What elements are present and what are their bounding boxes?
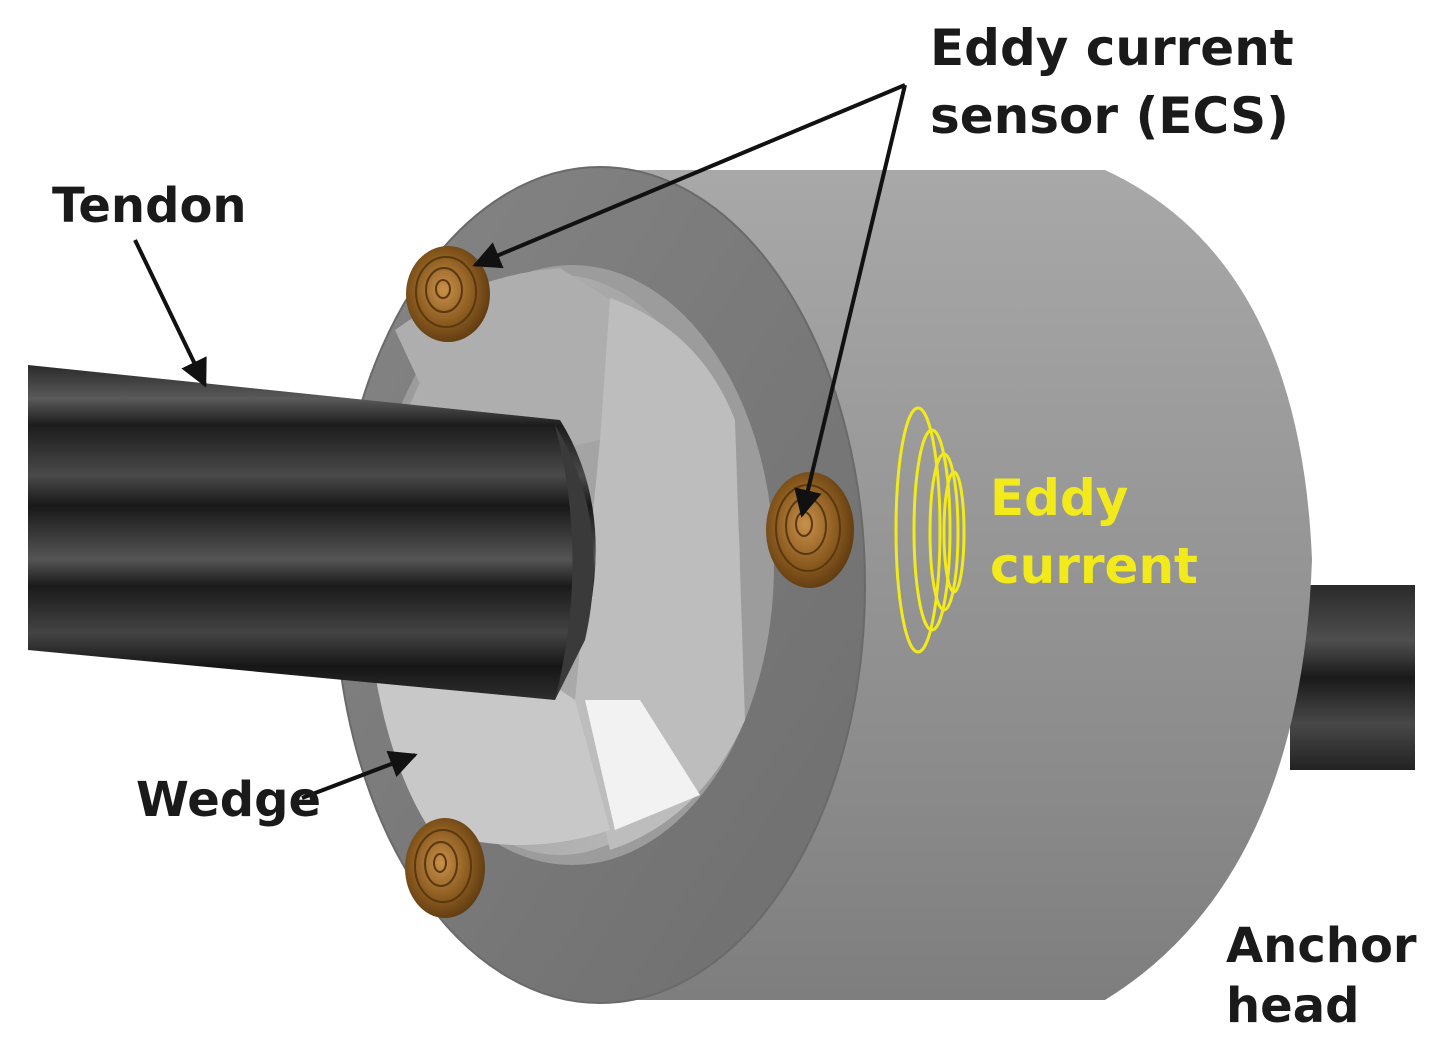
ecs-label-line2: sensor (ECS): [930, 87, 1289, 145]
ecs-coil-top: [406, 246, 490, 342]
tendon-end-cap: [555, 425, 594, 700]
wedge-label: Wedge: [136, 772, 322, 828]
eddy-current-loops: [894, 406, 966, 654]
tendon-rear-segment: [1290, 585, 1415, 770]
anchor-head-label: Anchor head: [1226, 916, 1417, 1036]
tendon-strand-bundle: [28, 365, 596, 700]
ecs-coil-bottom: [405, 818, 485, 918]
tendon-arrow: [133, 239, 207, 388]
ecs-label: Eddy current sensor (ECS): [930, 14, 1294, 150]
tendon-label: Tendon: [52, 178, 247, 234]
anchor-head-label-line1: Anchor: [1226, 918, 1417, 974]
anchor-head-label-line2: head: [1226, 978, 1360, 1034]
eddy-current-label-line1: Eddy: [990, 469, 1129, 527]
eddy-current-label-line2: current: [990, 537, 1198, 595]
wedge-slot-highlight: [585, 700, 700, 830]
ecs-label-line1: Eddy current: [930, 19, 1294, 77]
ecs-arrow-top: [472, 83, 906, 269]
eddy-current-label: Eddy current: [990, 464, 1198, 600]
wedge-arrow: [301, 750, 418, 800]
ecs-arrow-right: [794, 84, 907, 518]
